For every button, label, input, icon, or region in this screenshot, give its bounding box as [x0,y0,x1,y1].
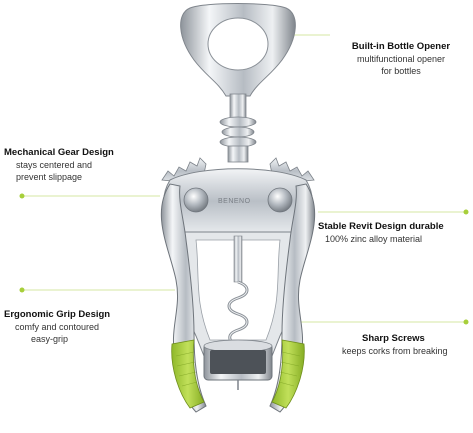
callout-title: Ergonomic Grip Design [4,309,111,320]
callout-desc: 100% zinc alloy material [325,234,423,244]
brand-logo-text: BENENO [218,198,251,205]
callout-title: Sharp Screws [362,333,425,344]
lever-arms [160,183,316,413]
callout-desc: comfy and contoured [15,322,100,332]
callout-desc: prevent slippage [16,172,83,182]
callout-gear-design: Mechanical Gear Design stays centered an… [4,146,128,183]
bottle-opener-handle [180,3,296,97]
callout-desc: multifunctional opener [356,54,446,64]
callout-title: Built-in Bottle Opener [351,41,451,52]
callout-desc: easy-grip [31,334,69,344]
callout-title: Stable Revit Design durable [318,221,444,232]
corkscrew-body: BENENO [163,168,313,390]
callout-bottle-opener: Built-in Bottle Opener multifunctional o… [338,40,464,77]
callout-desc: stays centered and [16,160,93,170]
callout-sharp-screws: Sharp Screws keeps corks from breaking [342,332,470,357]
green-grips [171,339,305,409]
callout-desc: for bottles [381,66,421,76]
callout-revit-design: Stable Revit Design durable 100% zinc al… [318,220,470,245]
callout-grip-design: Ergonomic Grip Design comfy and contoure… [4,308,124,345]
callout-leaders [19,32,469,325]
callout-desc: keeps corks from breaking [342,346,448,356]
gear-collar [219,93,257,163]
callout-title: Mechanical Gear Design [4,147,114,158]
